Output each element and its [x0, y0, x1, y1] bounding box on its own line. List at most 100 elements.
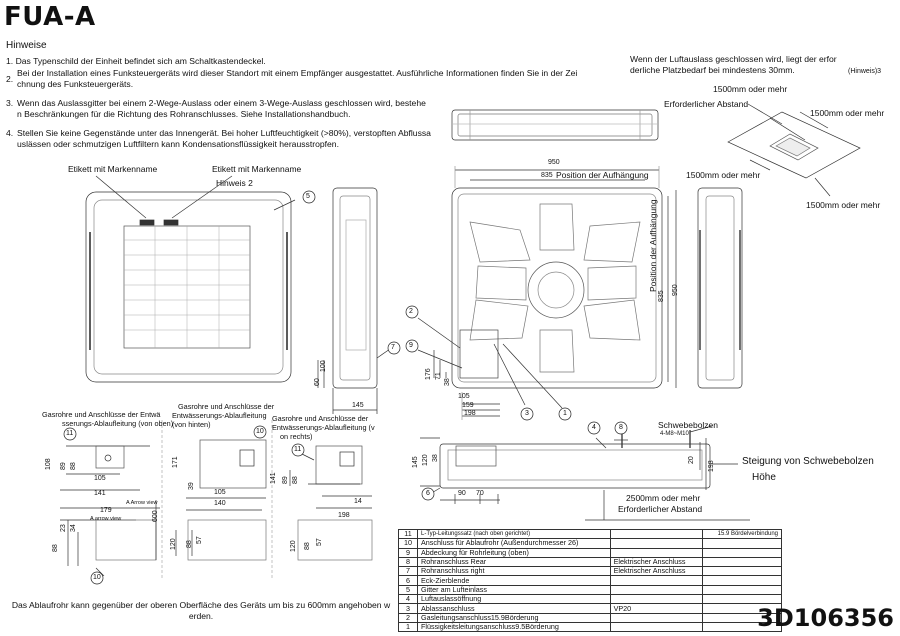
clearance-bottom: 1500mm oder mehr	[806, 200, 881, 210]
dim-a34: 34	[70, 524, 77, 532]
dim-c88: 88	[292, 476, 299, 484]
hanging-position-v: Position der Aufhängung	[648, 199, 658, 292]
section-dim-90: 90	[458, 490, 466, 497]
callout-7: 7	[391, 344, 395, 351]
clearance-top: 1500mm oder mehr	[713, 84, 788, 94]
bolt-pitch-label: Steigung von Schwebebolzen	[742, 456, 874, 467]
note-2: 2. Bei der Installation eines Funksteuer…	[6, 68, 578, 89]
dim-176: 176	[425, 368, 432, 380]
dim-a89: 89	[60, 462, 67, 470]
section-dim-38: 38	[432, 454, 439, 462]
notes-heading: Hinweise	[6, 40, 47, 51]
dim-a600: 600	[152, 510, 159, 522]
dim-198: 198	[464, 410, 476, 417]
callout-11b: 11	[294, 446, 302, 453]
dim-c141: 141	[270, 472, 277, 484]
dim-c14: 14	[354, 498, 362, 505]
bolt-spec: 4-M8~M10	[660, 431, 689, 437]
section-dim-198: 198	[708, 460, 715, 472]
hint-2-label: Hinweis 2	[216, 178, 253, 188]
dim-a105: 105	[94, 475, 106, 482]
dim-950-side: 950	[672, 284, 679, 296]
note-1: 1. Das Typenschild der Einheit befindet …	[6, 56, 266, 66]
required-clearance-label: Erforderlicher Abstand	[664, 99, 749, 109]
dim-b171: 171	[172, 456, 179, 468]
min-clearance-2500: 2500mm oder mehr	[626, 493, 701, 503]
callout-8: 8	[619, 424, 623, 431]
dim-b39: 39	[188, 482, 195, 490]
note-4: 4. Stellen Sie keine Gegenstände unter d…	[6, 128, 431, 149]
top-elevation-view	[451, 109, 659, 141]
front-view-unit	[85, 175, 296, 383]
dim-105: 105	[458, 393, 470, 400]
required-clearance-2: Erforderlicher Abstand	[618, 504, 703, 514]
dim-71: 71	[435, 372, 442, 380]
dim-c89: 89	[282, 476, 289, 484]
clearance-right: 1500mm oder mehr	[810, 108, 885, 118]
section-dim-120: 120	[422, 454, 429, 466]
note-ref: (Hinweis)3	[848, 68, 882, 75]
document-title: FUA-A	[4, 2, 96, 32]
dim-38: 38	[444, 378, 451, 386]
arrow-view-label-2: A arrow view	[90, 516, 122, 522]
hanging-bolt-label: Schwebebolzen	[658, 420, 719, 430]
callout-1: 1	[563, 410, 567, 417]
dim-a141: 141	[94, 490, 106, 497]
dim-835-top: 835	[541, 172, 553, 179]
dim-159: 159	[462, 402, 474, 409]
clearance-isometric	[727, 103, 861, 197]
callout-5: 5	[306, 193, 310, 200]
dim-a108: 108	[45, 458, 52, 470]
drain-raise-note: Das Ablaufrohr kann gegenüber der oberen…	[11, 600, 391, 621]
dim-a23: 23	[60, 524, 67, 532]
side-section-view	[420, 425, 750, 521]
piping-view-right	[271, 420, 373, 580]
section-dim-145: 145	[412, 456, 419, 468]
section-dim-20: 20	[688, 456, 695, 464]
height-label: Höhe	[752, 472, 776, 483]
callout-2: 2	[409, 308, 413, 315]
dim-a88b: 88	[52, 544, 59, 552]
callout-9: 9	[409, 342, 413, 349]
dim-b120: 120	[170, 538, 177, 550]
hanging-position-h: Position der Aufhängung	[556, 170, 649, 180]
dim-a88: 88	[70, 462, 77, 470]
callout-6: 6	[426, 490, 430, 497]
callout-11a: 11	[66, 430, 74, 437]
dim-100: 100	[320, 360, 327, 372]
dim-60: 60	[314, 378, 321, 386]
callout-3: 3	[525, 410, 529, 417]
plan-view	[417, 166, 677, 420]
dim-b88: 88	[186, 540, 193, 548]
section-dim-70: 70	[476, 490, 484, 497]
callout-10b: 10	[93, 574, 101, 581]
dim-a179: 179	[100, 507, 112, 514]
document-id: 3D106356	[757, 604, 894, 632]
dim-950-top: 950	[548, 159, 560, 166]
piping-view-top	[60, 445, 160, 577]
side-view-left	[317, 187, 391, 414]
note-3: 3. Wenn das Auslassgitter bei einem 2-We…	[6, 98, 426, 119]
arrow-view-label: A Arrow view	[126, 500, 158, 506]
callout-10a: 10	[256, 428, 264, 435]
brand-label-2: Etikett mit Markenname	[212, 164, 302, 174]
callout-circles	[63, 190, 628, 585]
callout-4: 4	[592, 424, 596, 431]
brand-label-1: Etikett mit Markenname	[68, 164, 158, 174]
dim-c57: 57	[316, 538, 323, 546]
dim-c198: 198	[338, 512, 350, 519]
dim-835-side: 835	[658, 290, 665, 302]
